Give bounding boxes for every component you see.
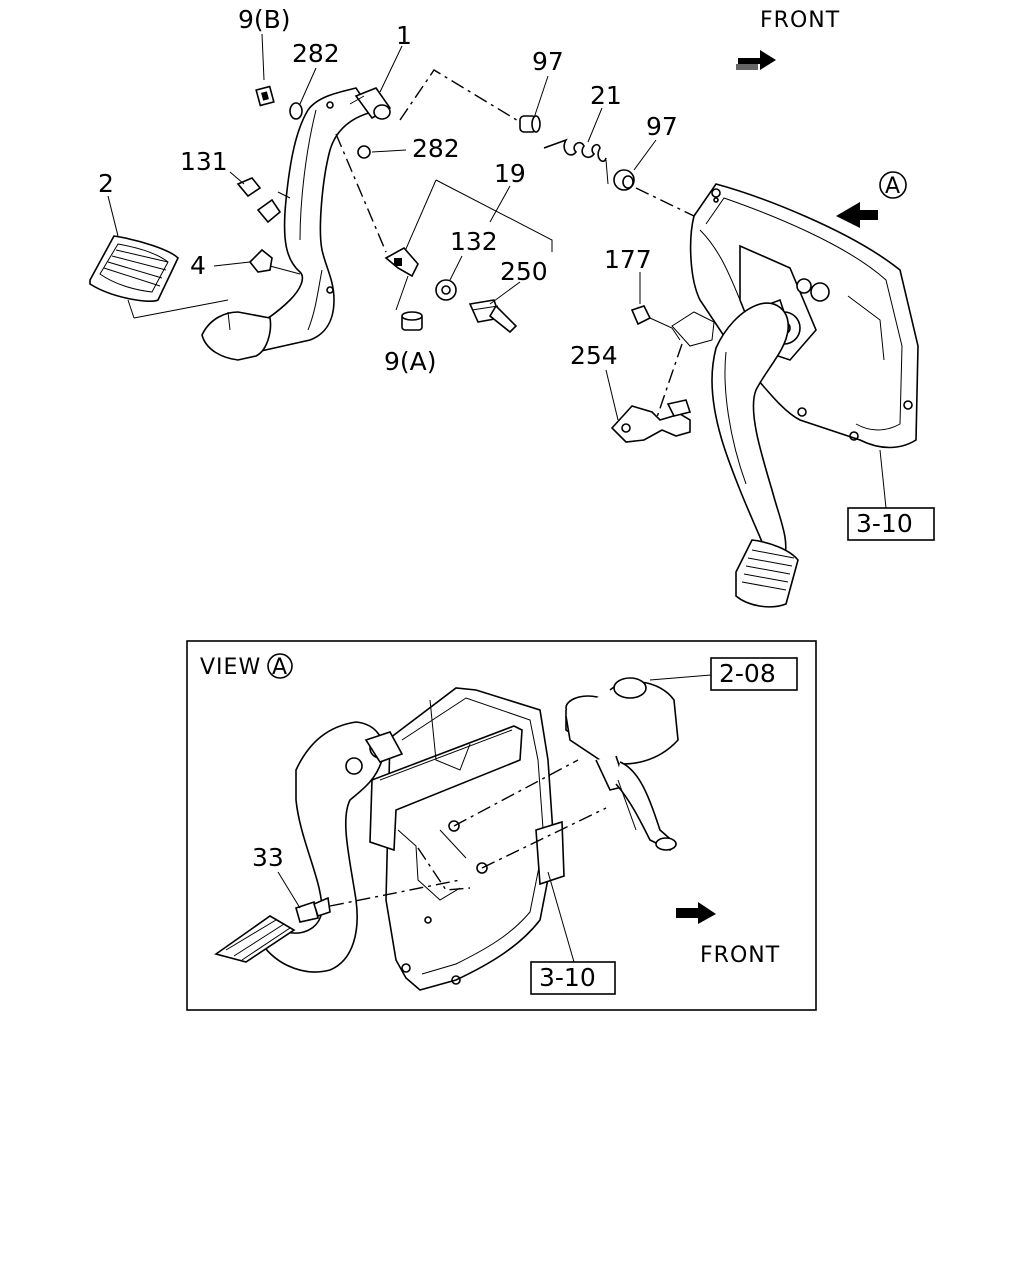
view-a-title: VIEW [200, 655, 261, 680]
callout-9b: 9(B) [238, 5, 291, 34]
switch-bracket-19 [384, 246, 419, 278]
washer-282-top [289, 102, 303, 120]
front-arrow-icon [736, 50, 776, 70]
bracket-254 [610, 399, 692, 443]
ref-top-leader [879, 449, 887, 509]
bracket-19-leader [435, 179, 553, 252]
callout-33: 33 [252, 843, 284, 872]
ref-2-08-label: 2-08 [719, 659, 776, 688]
ref-3-10-top-label: 3-10 [856, 509, 913, 538]
callout-254: 254 [570, 341, 618, 370]
brake-pedal-foot [201, 311, 272, 361]
bracket-leader-dash [335, 133, 387, 253]
callout-177: 177 [604, 245, 652, 274]
view-a-circle-letter: A [272, 655, 288, 680]
view-a-arrow-icon [836, 202, 878, 228]
callout-97-right: 97 [646, 112, 678, 141]
bolt-33-leader [277, 871, 301, 909]
clip-131 [236, 177, 291, 224]
ref-3-10-bottom-label: 3-10 [539, 963, 596, 992]
collar-97-left [519, 115, 541, 133]
nut-9a [401, 311, 423, 331]
return-spring-21 [543, 138, 609, 185]
bracket-19-leader-b [401, 179, 437, 259]
bracket-254-leader [655, 343, 683, 421]
callout-282-top: 282 [292, 39, 340, 68]
hidden-line-stud-top [453, 759, 579, 827]
view-a-pedal-bracket [369, 687, 565, 991]
pivot-leader [399, 69, 521, 123]
clutch-pedal-pad [735, 539, 799, 608]
clutch-pedal-arm [711, 302, 789, 563]
ref-2-08-leader [649, 674, 712, 681]
callout-132: 132 [450, 227, 498, 256]
callout-131: 131 [180, 147, 228, 176]
pivot-bushing-1 [349, 87, 392, 120]
callout-leaders [107, 33, 657, 421]
ref-2-08[interactable]: 2-08 [710, 657, 798, 691]
view-a-circle-icon: A [267, 653, 293, 680]
view-a-pedal-pad [214, 915, 296, 963]
front-label-bottom: FRONT [700, 943, 780, 968]
hidden-line-bolt [329, 879, 461, 907]
brake-pedal-pad [89, 235, 229, 319]
ref-3-10-top[interactable]: 3-10 [847, 507, 935, 541]
front-arrow-icon-bottom [676, 902, 716, 924]
callout-2: 2 [98, 169, 114, 198]
callout-21: 21 [590, 81, 622, 110]
callout-9a: 9(A) [384, 347, 437, 376]
view-a-frame [186, 640, 817, 1011]
master-cylinder [565, 677, 679, 851]
hidden-line-stud-bottom [481, 807, 607, 869]
nut-9a-leader [395, 275, 409, 311]
circle-a-letter: A [885, 174, 901, 199]
nut-9b [255, 85, 275, 107]
callout-19: 19 [494, 159, 526, 188]
pedal-stopper-bracket [671, 311, 715, 347]
callout-282-mid: 282 [412, 134, 460, 163]
nut-177 [630, 305, 681, 341]
callout-4: 4 [190, 251, 206, 280]
ref-bottom-leader [547, 871, 575, 963]
circle-a-icon: A [879, 171, 907, 199]
collar-97-right [613, 169, 635, 191]
collar-leader [635, 187, 695, 217]
front-label-top: FRONT [760, 8, 840, 33]
stop-switch-250 [468, 299, 518, 334]
ref-3-10-bottom[interactable]: 3-10 [530, 961, 616, 995]
stopper-4 [248, 248, 301, 275]
hidden-line-bracket [417, 847, 471, 891]
callout-250: 250 [500, 257, 548, 286]
nut-132 [435, 279, 457, 301]
bolt-33 [295, 896, 331, 923]
callout-97-left: 97 [532, 47, 564, 76]
callout-1: 1 [396, 21, 412, 50]
washer-282-mid [357, 145, 371, 159]
